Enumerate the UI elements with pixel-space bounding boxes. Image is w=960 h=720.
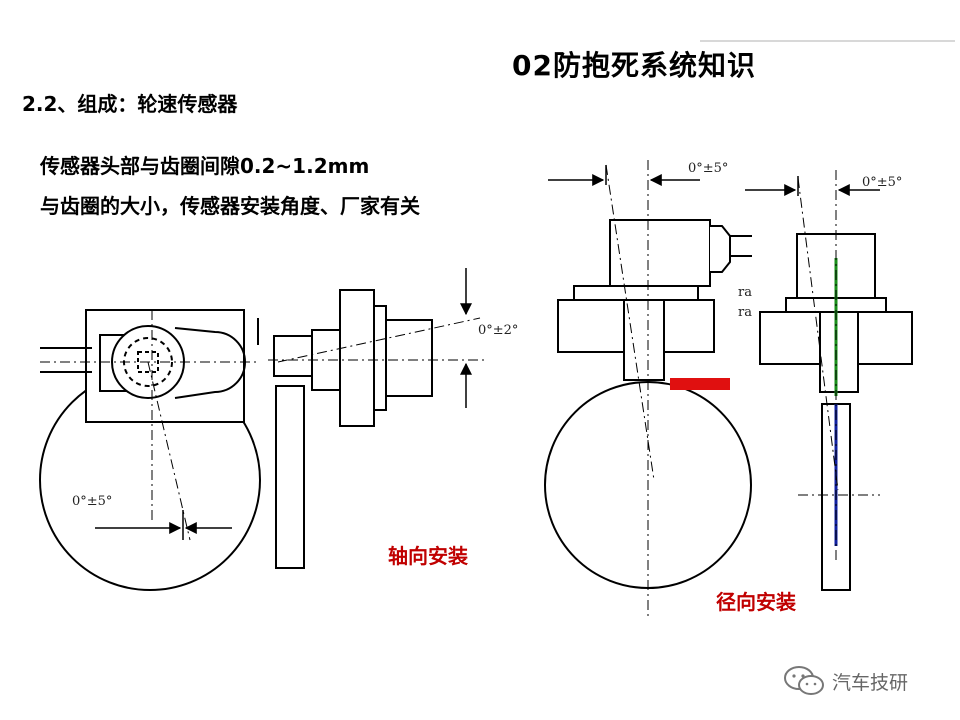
radial-angle-label-right: 0°±5° [862,175,902,190]
note-gap: 传感器头部与齿圈间隙0.2~1.2mm [40,154,370,178]
axial-side-dimension [95,510,232,540]
axial-sensor-centerlines [268,317,486,363]
axial-side-centerlines [40,310,260,541]
small-mark-2: ra [738,305,752,320]
footer-watermark: 汽车技研 [782,664,908,698]
small-mark-1: ra [738,285,752,300]
header-rule [700,40,955,42]
axial-side-view [39,309,261,591]
radial-angle-label-left: 0°±5° [688,161,728,176]
radial-left-centerlines [605,160,655,620]
gap-marker [670,378,730,390]
axial-angle-label-left: 0°±5° [72,494,112,509]
radial-left-dimension [548,165,700,186]
radial-right-centerlines [797,170,880,560]
page-title: 02防抱死系统知识 [512,49,756,82]
footer-account-name: 汽车技研 [832,671,909,694]
axial-angle-label-right: 0°±2° [478,323,518,338]
radial-right-dimension [745,176,880,196]
caption-radial-install: 径向安装 [716,590,796,614]
note-factors: 与齿圈的大小，传感器安装角度、厂家有关 [40,194,420,218]
section-heading: 2.2、组成：轮速传感器 [22,92,238,116]
axial-sensor-view [257,289,433,569]
wechat-icon [784,666,824,695]
caption-axial-install: 轴向安装 [388,544,468,568]
